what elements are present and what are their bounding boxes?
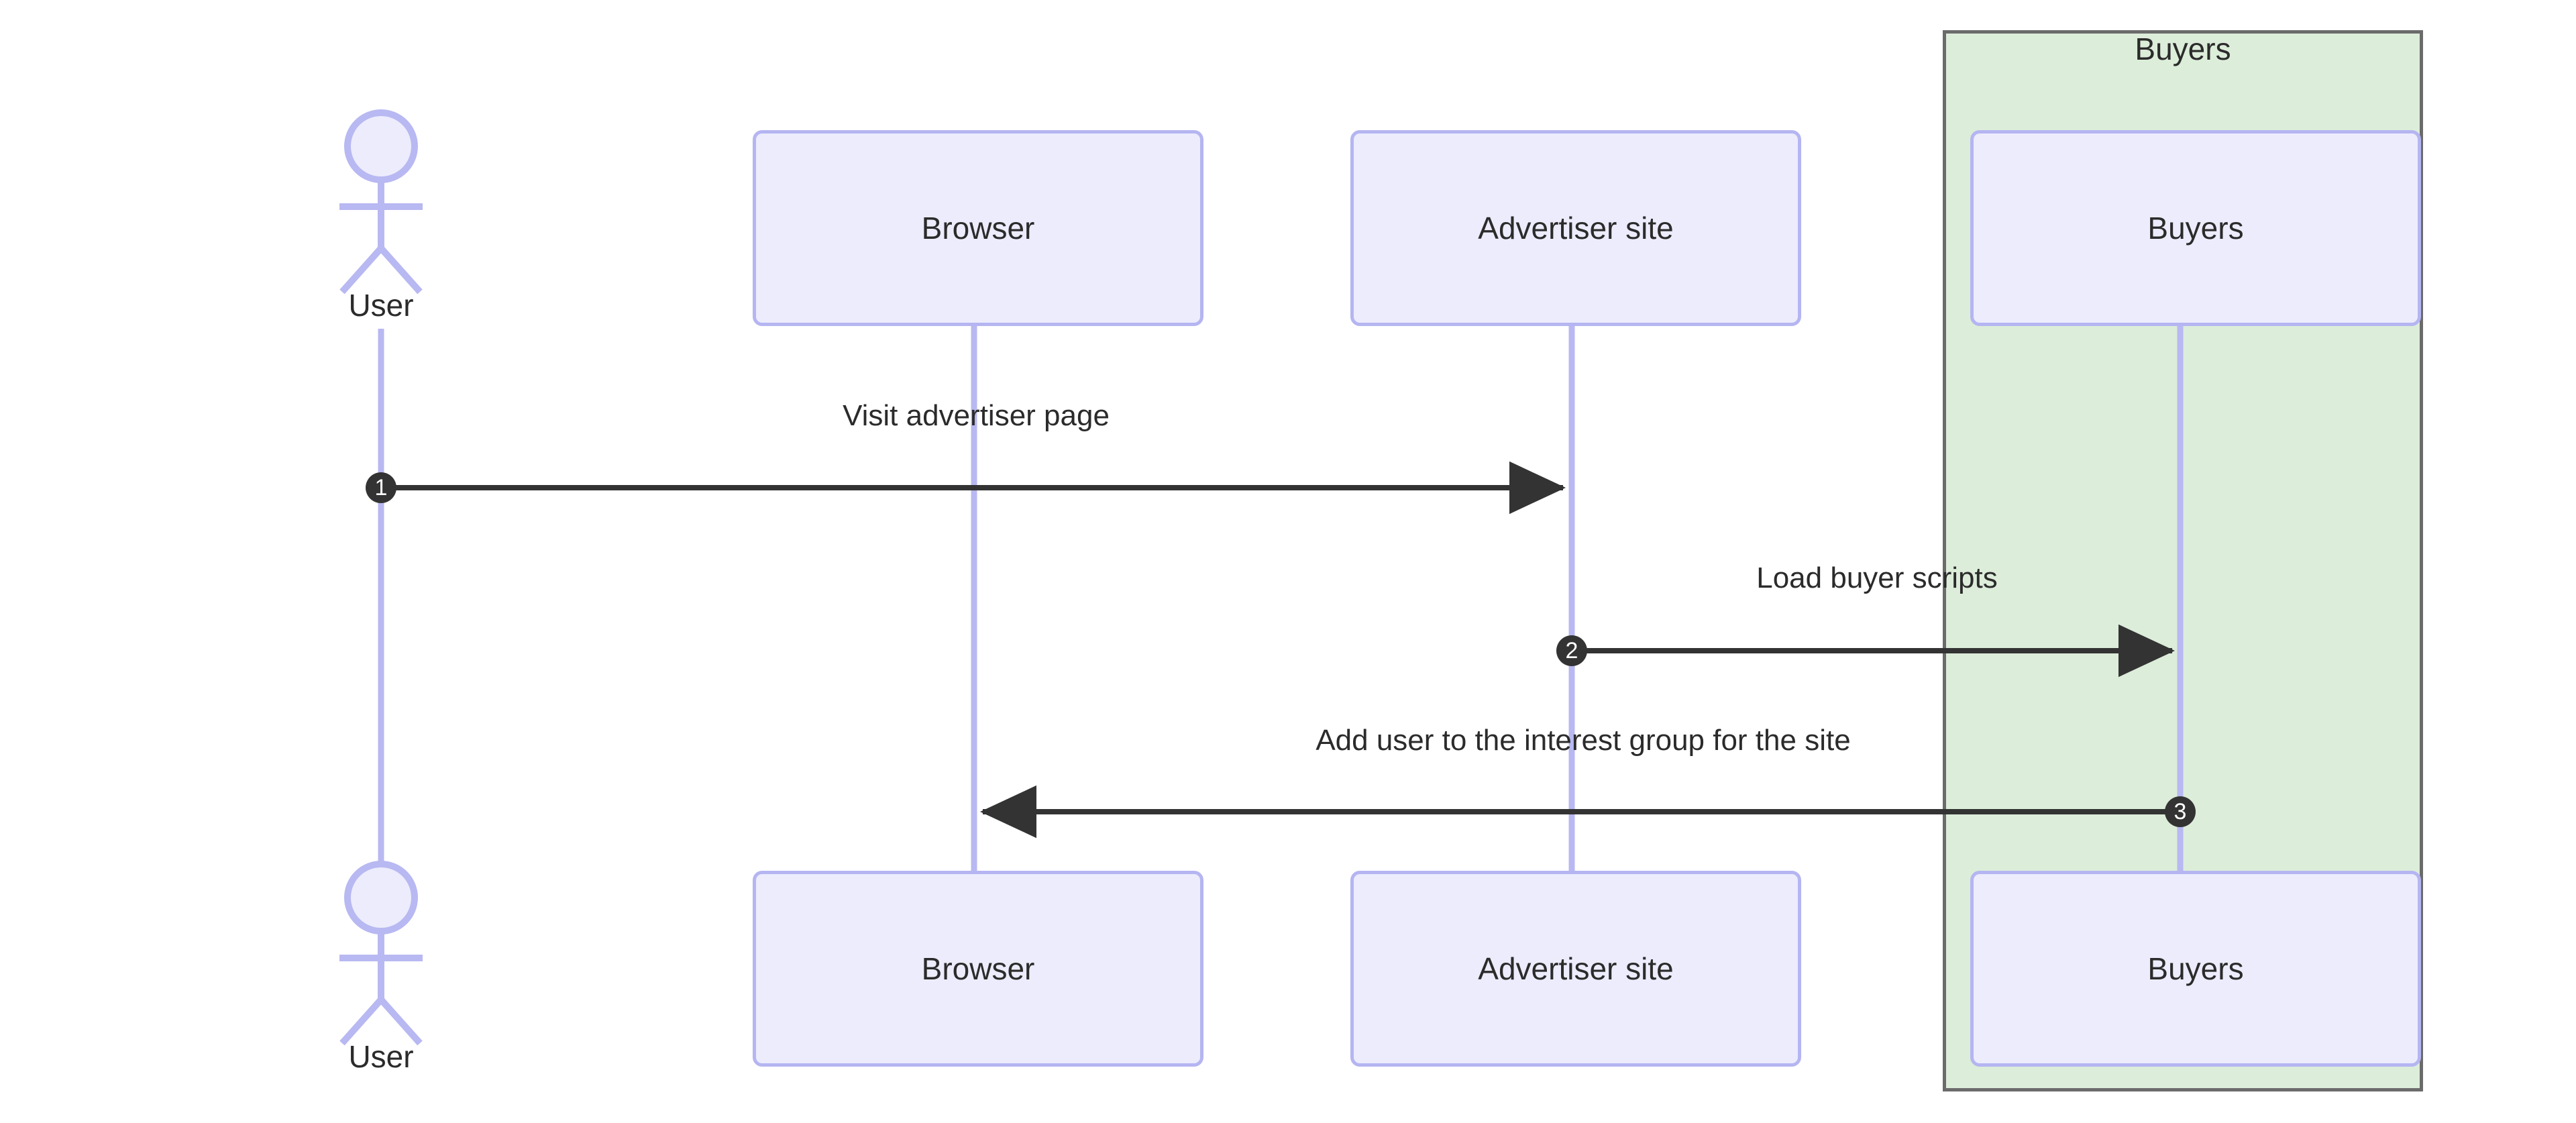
actor-leg-left-line bbox=[339, 246, 384, 295]
participant-box-advertiser-top[interactable]: Advertiser site bbox=[1350, 130, 1801, 326]
actor-user-top bbox=[339, 109, 423, 295]
participant-box-browser-bottom[interactable]: Browser bbox=[753, 871, 1203, 1067]
participant-label-buyers-bottom: Buyers bbox=[2147, 951, 2244, 986]
participant-box-buyers-top[interactable]: Buyers bbox=[1970, 130, 2421, 326]
participant-label-browser-bottom: Browser bbox=[921, 951, 1035, 986]
participant-label-advertiser-bottom: Advertiser site bbox=[1478, 951, 1674, 986]
message-label-1: Visit advertiser page bbox=[843, 399, 1110, 432]
participant-label-advertiser-top: Advertiser site bbox=[1478, 211, 1674, 246]
actor-label-user-bottom: User bbox=[348, 1039, 414, 1074]
participant-box-browser-top[interactable]: Browser bbox=[753, 130, 1203, 326]
sequence-badge-3: 3 bbox=[2165, 796, 2196, 827]
actor-leg-right-line bbox=[378, 997, 423, 1046]
group-label-buyers: Buyers bbox=[2135, 32, 2231, 66]
message-label-2: Load buyer scripts bbox=[1756, 562, 1998, 594]
message-label-3: Add user to the interest group for the s… bbox=[1316, 724, 1851, 757]
participant-label-buyers-top: Buyers bbox=[2147, 211, 2244, 246]
actor-user-bottom bbox=[339, 861, 423, 1046]
participant-box-advertiser-bottom[interactable]: Advertiser site bbox=[1350, 871, 1801, 1067]
actor-leg-left-line bbox=[339, 997, 384, 1046]
sequence-badge-2: 2 bbox=[1556, 635, 1587, 666]
actor-leg-right-line bbox=[378, 246, 423, 295]
sequence-badge-1: 1 bbox=[366, 472, 396, 503]
participant-box-buyers-bottom[interactable]: Buyers bbox=[1970, 871, 2421, 1067]
participant-label-browser-top: Browser bbox=[921, 211, 1035, 246]
actor-label-user-top: User bbox=[348, 288, 414, 323]
